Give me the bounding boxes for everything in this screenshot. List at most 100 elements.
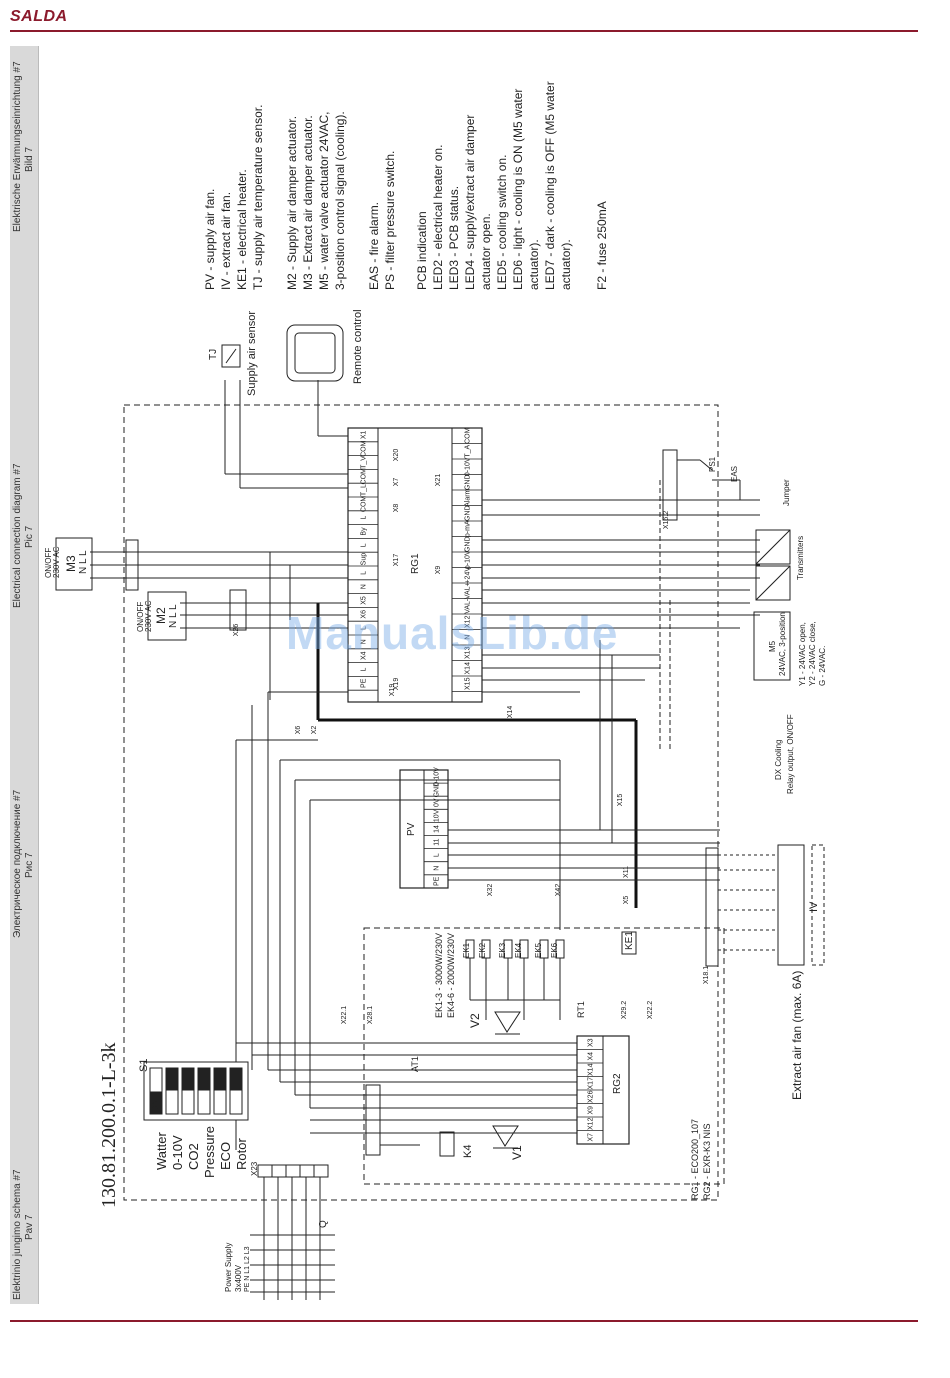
s1-item-pressure: Pressure bbox=[202, 1125, 217, 1178]
rg2-terminal-label: X14 bbox=[587, 1063, 594, 1076]
rg1-right-terminal-label: X12 bbox=[464, 615, 471, 628]
pv-terminal-label: 14 bbox=[433, 825, 440, 833]
main-bus bbox=[316, 603, 638, 908]
ps1-label: PS1 bbox=[708, 456, 717, 472]
legend-group-4: PCB indication LED2 - electrical heater … bbox=[415, 81, 573, 290]
rg1-right-terminal-label: X15 bbox=[464, 677, 471, 690]
m3-nll: N L L bbox=[78, 550, 89, 574]
connector-tag: X29.2 bbox=[621, 1001, 628, 1019]
rg1-left-terminal-label: COM bbox=[360, 440, 367, 457]
header-rule bbox=[10, 30, 918, 32]
remote-control-label: Remote control bbox=[352, 309, 364, 384]
watermark: ManualsLib.de bbox=[286, 607, 619, 659]
power-supply-voltage: 3x400V bbox=[234, 1264, 243, 1292]
extract-fan-label: Extract air fan (max. 6A) bbox=[790, 970, 804, 1100]
v1-label: V1 bbox=[510, 1145, 524, 1160]
connector-tag: X22.2 bbox=[647, 1001, 654, 1019]
rg1-header-x9: X9 bbox=[435, 566, 442, 575]
rg1-left-wires bbox=[90, 380, 348, 1150]
rg1-right-terminal-label: COM bbox=[464, 427, 471, 444]
at1-label: AT1 bbox=[410, 1056, 420, 1072]
rg2-terminal-label: X4 bbox=[587, 1052, 594, 1061]
rg1-left-terminal-label: L bbox=[360, 626, 367, 630]
rg1-left-terminal-label: N bbox=[360, 584, 367, 589]
dx-cooling-label: DX Cooling bbox=[774, 739, 783, 780]
supply-air-sensor-label: Supply air sensor bbox=[246, 311, 258, 396]
brand-logo: SALDA bbox=[10, 8, 68, 25]
heater-elements bbox=[465, 931, 637, 1020]
rg1-left-terminal-label: X5 bbox=[360, 596, 367, 605]
rg1-right-terminal-label: VAL+ bbox=[464, 582, 471, 599]
m5-spec-1: Y1 - 24VAC open, bbox=[798, 622, 807, 686]
connector-tag: X6 bbox=[295, 726, 302, 735]
connector-tag: X26 bbox=[233, 624, 240, 637]
rg1-right-terminal-label: 0-10V bbox=[464, 457, 471, 476]
heater-enclosure bbox=[363, 927, 725, 1185]
rg2-terminal-label: X17 bbox=[587, 1077, 594, 1090]
m5-box-spec: 24VAC, 3-position bbox=[778, 612, 787, 676]
model-number: 130.81.200.0.1-L-3k bbox=[98, 1042, 120, 1208]
dx-cooling-sub: Relay output, ON/OFF bbox=[786, 714, 795, 794]
rg1-left-terminal-label: COM bbox=[360, 496, 367, 513]
m2-name: M2 bbox=[154, 607, 168, 624]
pv-terminal-label: GND bbox=[433, 782, 440, 798]
rg1-right-terminal-label: GND bbox=[464, 474, 471, 490]
rg1-right-terminal-label: VAL- bbox=[464, 598, 471, 614]
connector-tag: X14 bbox=[507, 706, 514, 719]
rg1-header-x8: X8 bbox=[393, 504, 400, 513]
connector-tag: X28.1 bbox=[367, 1006, 374, 1024]
damper-actuators bbox=[55, 537, 247, 641]
feeder-wires bbox=[236, 640, 720, 1134]
connector-tag: X2 bbox=[311, 726, 318, 735]
rg1-left-terminal-label: By bbox=[360, 527, 367, 536]
rg1-right-terminal-label: N bbox=[464, 635, 471, 640]
rg1-header-x17: X17 bbox=[393, 554, 400, 567]
rg2-terminal-label: X12 bbox=[587, 1117, 594, 1130]
connector-tag: X5 bbox=[623, 896, 630, 905]
s1-item-rotor: Rotor bbox=[234, 1138, 249, 1170]
pv-terminal-label: PE bbox=[433, 876, 440, 886]
power-supply-phases: PE N L1 L2 L3 bbox=[244, 1246, 251, 1292]
jumper-label: Jumper bbox=[782, 479, 791, 506]
k4-label: K4 bbox=[462, 1144, 474, 1158]
rg2-terminal-label: X26 bbox=[587, 1090, 594, 1103]
pv-label: PV bbox=[406, 822, 417, 836]
rg1-left-terminal-label: Sup bbox=[360, 553, 367, 566]
rg-notes-1: RG1 - ECO200_107 bbox=[690, 1118, 700, 1200]
connector-tag: X18.1 bbox=[703, 966, 710, 984]
legend-group-1: PV - supply air fan. IV - extract air fa… bbox=[203, 104, 265, 290]
connector-tag: X22.1 bbox=[341, 1006, 348, 1024]
rg1-header-x21: X21 bbox=[435, 474, 442, 487]
m5-box-name: M5 bbox=[768, 640, 777, 652]
rg1-left-terminal-label: PE bbox=[360, 678, 367, 688]
connector-tag: X11 bbox=[623, 866, 630, 878]
rg1-left-terminal-label: T_V bbox=[360, 456, 367, 469]
connector-tag: X32 bbox=[487, 884, 494, 897]
rg1-board bbox=[347, 427, 483, 703]
eas-label: EAS bbox=[730, 465, 739, 482]
rg1-header-x19: X19 bbox=[393, 678, 400, 691]
solid-state-relays bbox=[439, 1011, 521, 1157]
connector-tag: X16.2 bbox=[663, 511, 670, 529]
m2-voltage: 230V AC bbox=[144, 600, 153, 632]
pv-terminal-label: 11 bbox=[433, 838, 440, 845]
rg1-left-terminal-label: L bbox=[360, 667, 367, 671]
rg1-label: RG1 bbox=[410, 553, 421, 574]
s1-dip-switch bbox=[143, 1061, 249, 1121]
m5-spec-3: G - 24VAC. bbox=[818, 645, 827, 686]
rg-notes-2: RG2 - EXR-K3 NIS bbox=[702, 1123, 712, 1200]
pv-terminal-label: L bbox=[433, 853, 440, 857]
x23-terminal-block bbox=[250, 1164, 335, 1300]
enclosure-border bbox=[123, 404, 719, 1201]
s1-item-co2: CO2 bbox=[186, 1143, 201, 1170]
heater-ek6: EK6 bbox=[550, 942, 559, 958]
rg1-right-terminal-label: X14 bbox=[464, 662, 471, 675]
rg1-right-terminal-label: p-10V bbox=[464, 550, 471, 569]
s1-item-watter: Watter bbox=[154, 1132, 169, 1170]
pv-terminal-block bbox=[399, 769, 449, 889]
s1-item-eco: ECO bbox=[218, 1141, 233, 1170]
rg1-left-terminal-label: X1 bbox=[360, 431, 367, 440]
power-supply-label: Power Supply bbox=[224, 1242, 233, 1292]
pv-terminal-label: N bbox=[433, 866, 440, 871]
